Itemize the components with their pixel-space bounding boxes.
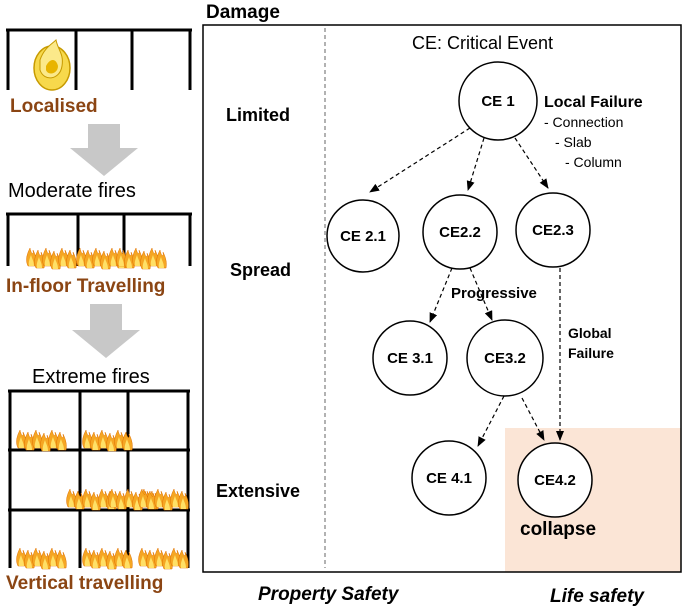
local-failure-item: - Column bbox=[565, 154, 622, 170]
svg-text:CE 2.1: CE 2.1 bbox=[340, 228, 386, 245]
svg-text:CE 1: CE 1 bbox=[481, 93, 514, 110]
property-safety-label: Property Safety bbox=[258, 584, 400, 605]
damage-level-spread: Spread bbox=[230, 260, 291, 280]
svg-text:CE4.2: CE4.2 bbox=[534, 472, 576, 489]
svg-text:CE2.3: CE2.3 bbox=[532, 222, 574, 239]
panel-border bbox=[202, 24, 682, 573]
damage-level-limited: Limited bbox=[226, 105, 290, 125]
moderate-fires-label: Moderate fires bbox=[8, 180, 136, 202]
local-failure-item: - Connection bbox=[544, 114, 623, 130]
fire-icon bbox=[27, 248, 167, 269]
event-node-ce42: CE4.2 bbox=[517, 442, 593, 518]
svg-text:CE3.2: CE3.2 bbox=[484, 350, 526, 367]
transition-arrow-2 bbox=[72, 304, 140, 358]
event-node-ce31: CE 3.1 bbox=[372, 320, 448, 396]
fire-icon bbox=[33, 38, 71, 91]
stage-localised-label: Localised bbox=[10, 96, 98, 117]
damage-header: Damage bbox=[206, 2, 280, 23]
event-arrows bbox=[369, 127, 564, 447]
event-node-ce21: CE 2.1 bbox=[326, 199, 400, 273]
structure-frame-3 bbox=[8, 389, 190, 568]
event-node-ce32: CE3.2 bbox=[466, 319, 544, 397]
local-failure-item: - Slab bbox=[555, 134, 592, 150]
local-failure-title: Local Failure bbox=[544, 94, 643, 111]
left-panel: Localised Moderate fires In-floor Travel… bbox=[6, 28, 192, 594]
event-node-ce22: CE2.2 bbox=[422, 194, 498, 270]
svg-text:CE2.2: CE2.2 bbox=[439, 224, 481, 241]
event-node-ce23: CE2.3 bbox=[515, 192, 591, 268]
extreme-fires-label: Extreme fires bbox=[32, 366, 150, 388]
progressive-label: Progressive bbox=[451, 285, 537, 302]
global-failure-label: Global bbox=[568, 325, 612, 341]
structure-frame-1 bbox=[6, 28, 192, 90]
collapse-label: collapse bbox=[520, 519, 596, 540]
event-node-ce1: CE 1 bbox=[458, 61, 538, 141]
svg-text:CE 4.1: CE 4.1 bbox=[426, 470, 472, 487]
global-failure-label: Failure bbox=[568, 345, 614, 361]
life-safety-label: Life safety bbox=[550, 586, 645, 607]
damage-level-extensive: Extensive bbox=[216, 481, 300, 501]
stage-infloor-label: In-floor Travelling bbox=[6, 276, 165, 297]
diagram-title: CE: Critical Event bbox=[412, 33, 553, 53]
svg-text:CE 3.1: CE 3.1 bbox=[387, 350, 433, 367]
transition-arrow-1 bbox=[70, 124, 138, 176]
event-tree-panel: CE: Critical Event Limited Spread Extens… bbox=[202, 24, 682, 573]
stage-vertical-label: Vertical travelling bbox=[6, 573, 163, 594]
event-node-ce41: CE 4.1 bbox=[411, 440, 487, 516]
